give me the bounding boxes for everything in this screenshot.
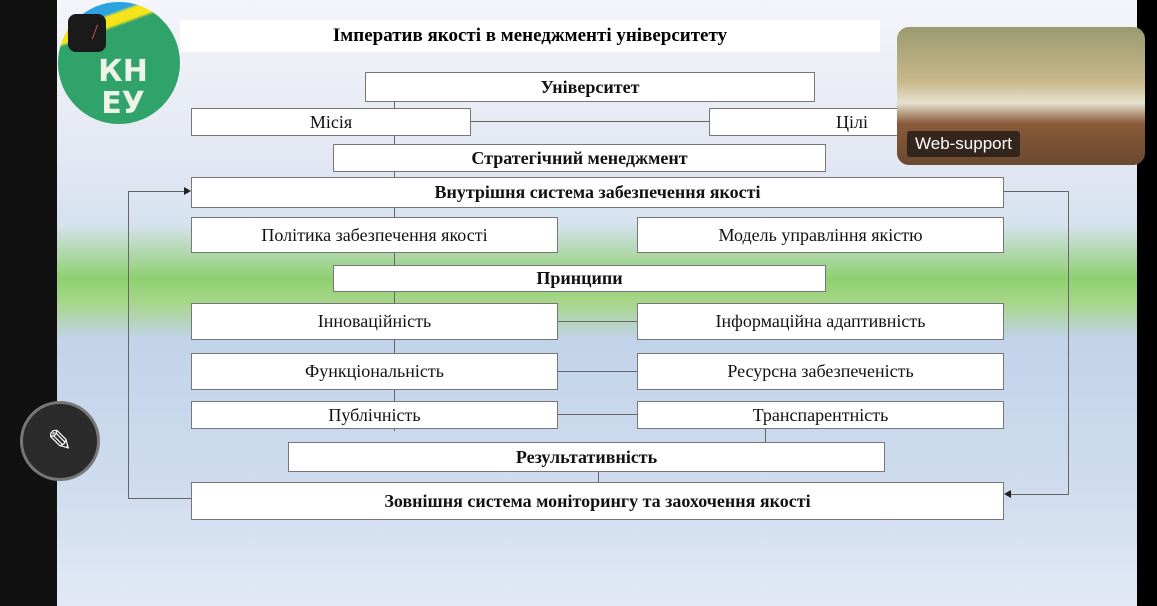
feedback-loop-right <box>1004 191 1068 192</box>
box-principles: Принципи <box>333 265 826 292</box>
box-innovation: Інноваційність <box>191 303 558 340</box>
box-mission: Місія <box>191 108 471 136</box>
connector <box>558 414 637 415</box>
box-info-adaptivity: Інформаційна адаптивність <box>637 303 1004 340</box>
feedback-loop-right <box>1068 191 1069 495</box>
box-effectiveness: Результативність <box>288 442 885 472</box>
kneu-logo: КНЕУ <box>58 2 180 124</box>
box-university: Університет <box>365 72 815 102</box>
feedback-loop-right <box>1008 494 1068 495</box>
box-functionality: Функціональність <box>191 353 558 390</box>
left-bar <box>0 0 57 606</box>
connector <box>598 471 599 482</box>
logo-text: КНЕУ <box>98 54 148 121</box>
box-transparency: Транспарентність <box>637 401 1004 429</box>
box-quality-model: Модель управління якістю <box>637 217 1004 253</box>
box-quality-policy: Політика забезпечення якості <box>191 217 558 253</box>
feedback-loop-left <box>128 191 188 192</box>
box-publicity: Публічність <box>191 401 558 429</box>
video-participant-label: Web-support <box>907 131 1021 157</box>
mic-muted-icon[interactable]: 🎙̸ <box>68 14 106 52</box>
box-strategic-management: Стратегічний менеджмент <box>333 144 826 172</box>
box-resource: Ресурсна забезпеченість <box>637 353 1004 390</box>
connector <box>765 428 766 442</box>
connector <box>558 371 637 372</box>
connector <box>471 121 709 122</box>
box-internal-quality-system: Внутрішня система забезпечення якості <box>191 177 1004 208</box>
connector <box>558 321 637 322</box>
video-thumbnail[interactable]: Web-support <box>897 27 1145 165</box>
arrow-icon <box>1004 490 1011 498</box>
feedback-loop-left <box>128 191 129 499</box>
feedback-loop-left <box>128 498 191 499</box>
box-external-monitoring: Зовнішня система моніторингу та заохочен… <box>191 482 1004 520</box>
arrow-icon <box>184 187 191 195</box>
slide-title: Імператив якості в менеджменті університ… <box>180 20 880 52</box>
pen-icon[interactable]: ✎ <box>20 401 100 481</box>
